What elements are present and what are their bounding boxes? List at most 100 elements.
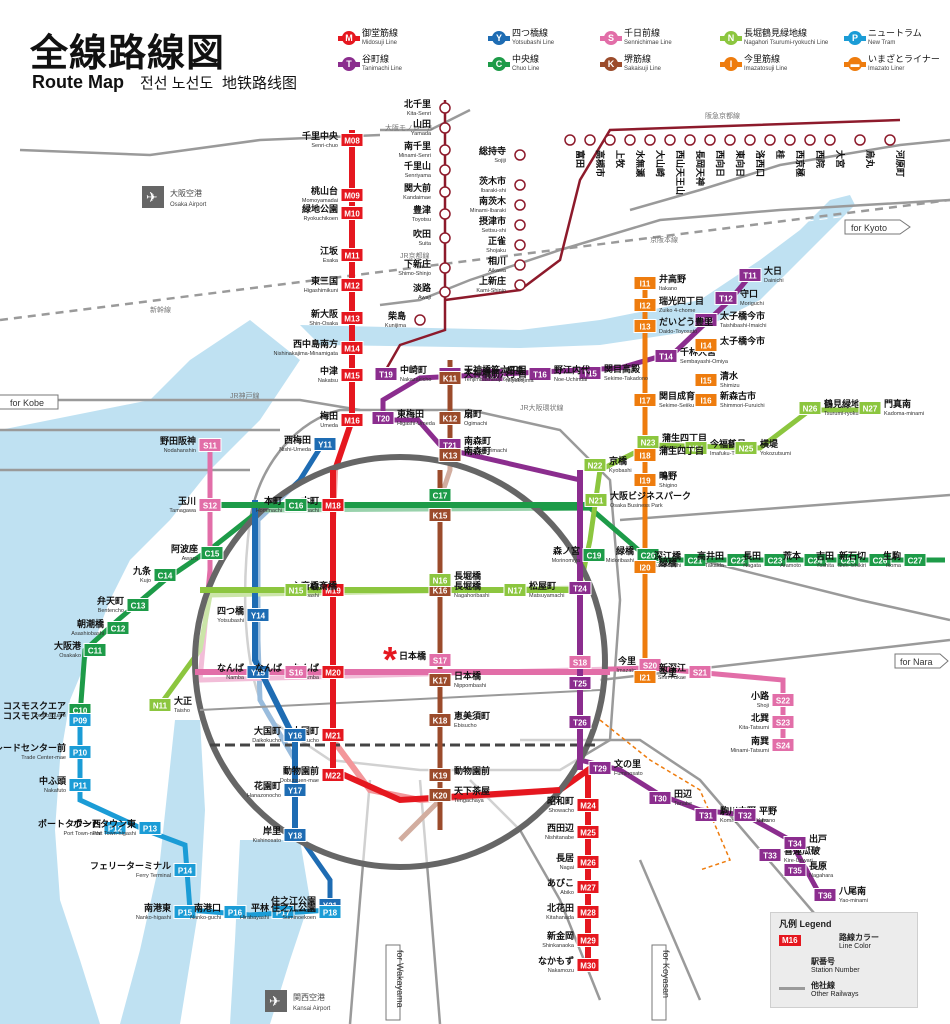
direction-nara[interactable]: for Nara: [894, 653, 949, 669]
direction-wakayama[interactable]: for Wakayama: [385, 944, 405, 1021]
station-hankyu_kyoto[interactable]: 西京極: [784, 134, 806, 177]
station-tanimachi[interactable]: T26: [568, 715, 592, 729]
station-hankyu_kyoto[interactable]: 東向日: [724, 134, 746, 177]
station-hankyu_kyoto[interactable]: 水無瀬: [624, 134, 646, 177]
station-hankyu_kyoto[interactable]: 西向日: [704, 134, 726, 177]
direction-kobe[interactable]: for Kobe: [0, 394, 59, 410]
station-tanimachi[interactable]: T25: [568, 676, 592, 690]
station-hankyu_kyoto[interactable]: 大山崎: [644, 134, 666, 177]
station-sakaisuji[interactable]: K15: [428, 508, 452, 522]
station-chuo[interactable]: C17: [428, 488, 452, 502]
station-newtram[interactable]: P10トレードセンター前Trade Center-mae: [0, 742, 92, 761]
station-hankyu_kyoto[interactable]: 大宮: [824, 134, 846, 168]
station-hankyu_kyoto[interactable]: 桂: [764, 134, 786, 159]
station-tanimachi[interactable]: T24: [568, 581, 592, 595]
station-hankyu_kyoto[interactable]: 長岡天神: [684, 134, 706, 186]
station-sennichimae[interactable]: S18: [568, 655, 592, 669]
direction-kyoto[interactable]: for Kyoto: [844, 219, 911, 235]
station-hankyu_kyoto[interactable]: 上牧: [604, 134, 626, 169]
station-hankyu_kyoto[interactable]: 富田: [564, 134, 586, 168]
